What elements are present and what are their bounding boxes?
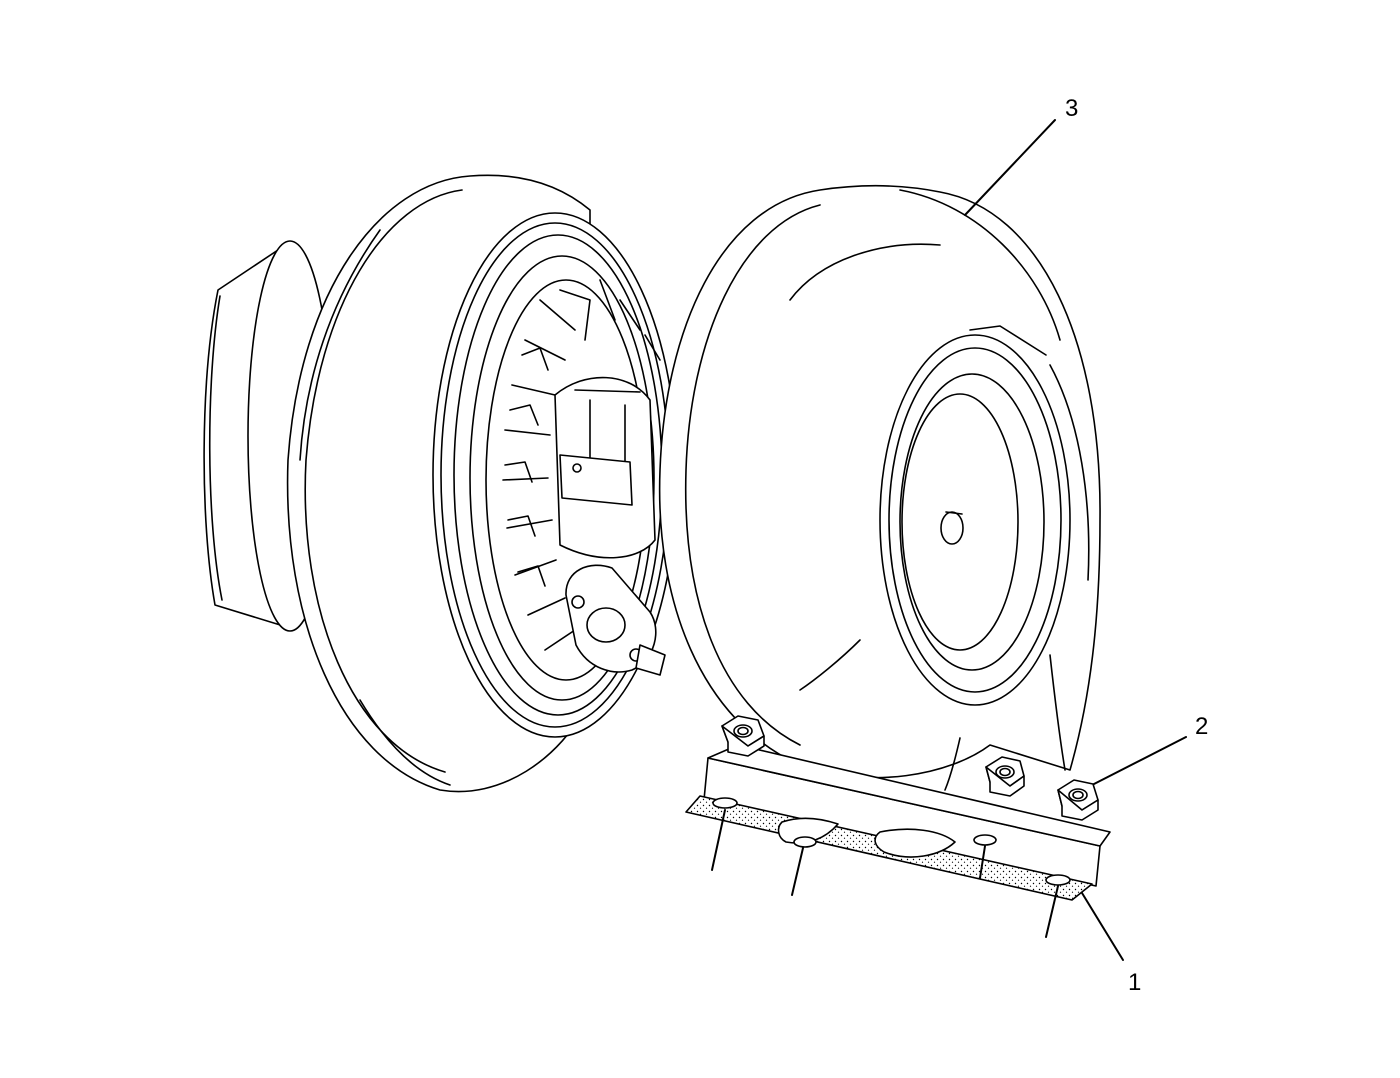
hex-nut [985, 756, 1025, 797]
hex-nut [721, 715, 765, 757]
bearing-housing-hub [554, 376, 656, 559]
callout-3: 3 [964, 95, 1078, 216]
callout-label-3: 3 [1065, 95, 1078, 122]
hex-nut [1057, 779, 1099, 821]
flange-gasket [685, 795, 1093, 901]
callout-label-2: 2 [1195, 713, 1208, 740]
hex-nuts [721, 715, 1099, 821]
callout-label-1: 1 [1128, 969, 1141, 996]
callout-2: 2 [1093, 713, 1208, 785]
mounting-studs [711, 809, 1059, 938]
turbine-housing [658, 184, 1101, 791]
callout-1: 1 [1081, 892, 1141, 996]
compressor-wheel-blades [502, 279, 661, 651]
oil-drain-flange [565, 564, 666, 676]
